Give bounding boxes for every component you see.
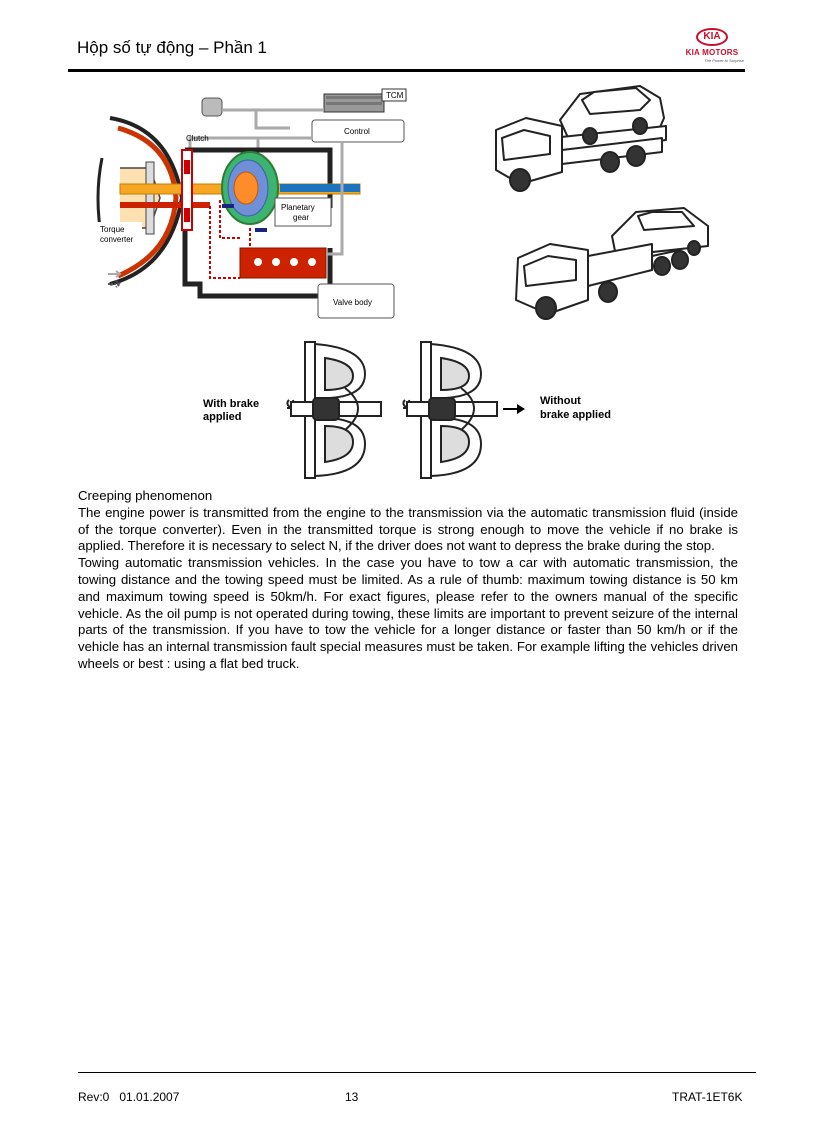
- kia-logo: KIA KIA MOTORS The Power to Surprise: [680, 28, 744, 68]
- clutch-label: Clutch: [186, 134, 209, 143]
- control-label: Control: [344, 127, 370, 136]
- page-title: Hộp số tự động – Phần 1: [77, 38, 267, 58]
- without-brake-label-line1: Without: [540, 395, 581, 407]
- transmission-diagram: TCM Control Clutch Planetary gear Valve …: [90, 88, 415, 324]
- header-rule: [68, 69, 745, 72]
- paragraph-towing: Towing automatic transmission vehicles. …: [78, 555, 738, 673]
- section-heading: Creeping phenomenon: [78, 488, 738, 505]
- with-brake-label-line1: With brake: [203, 398, 259, 410]
- converter-with-brake: [287, 342, 381, 478]
- valve-body-label: Valve body: [333, 298, 372, 307]
- flatbed-tow-illustration: [512, 200, 712, 324]
- planetary-label-line2: gear: [293, 213, 309, 222]
- torque-label-line2: converter: [100, 235, 134, 244]
- paragraph-creeping: The engine power is transmitted from the…: [78, 505, 738, 555]
- converter-without-brake: [403, 342, 497, 478]
- footer-rule: [78, 1072, 756, 1073]
- footer-revision: Rev:0 01.01.2007: [78, 1090, 179, 1104]
- tcm-label: TCM: [386, 91, 404, 100]
- footer-page-number: 13: [345, 1090, 358, 1104]
- tow-truck-illustration: [490, 80, 670, 200]
- footer-doc-code: TRAT-1ET6K: [672, 1090, 742, 1104]
- planetary-label-line1: Planetary: [281, 203, 315, 212]
- creep-diagram: With brake applied Without brake applied: [195, 338, 625, 484]
- kia-logo-mark: KIA: [696, 28, 728, 46]
- kia-logo-tagline: The Power to Surprise: [680, 58, 744, 63]
- with-brake-label-line2: applied: [203, 411, 242, 423]
- without-brake-label-line2: brake applied: [540, 409, 611, 421]
- body-text: Creeping phenomenon The engine power is …: [78, 488, 738, 673]
- torque-label-line1: Torque: [100, 225, 125, 234]
- kia-logo-brand: KIA MOTORS: [680, 48, 744, 57]
